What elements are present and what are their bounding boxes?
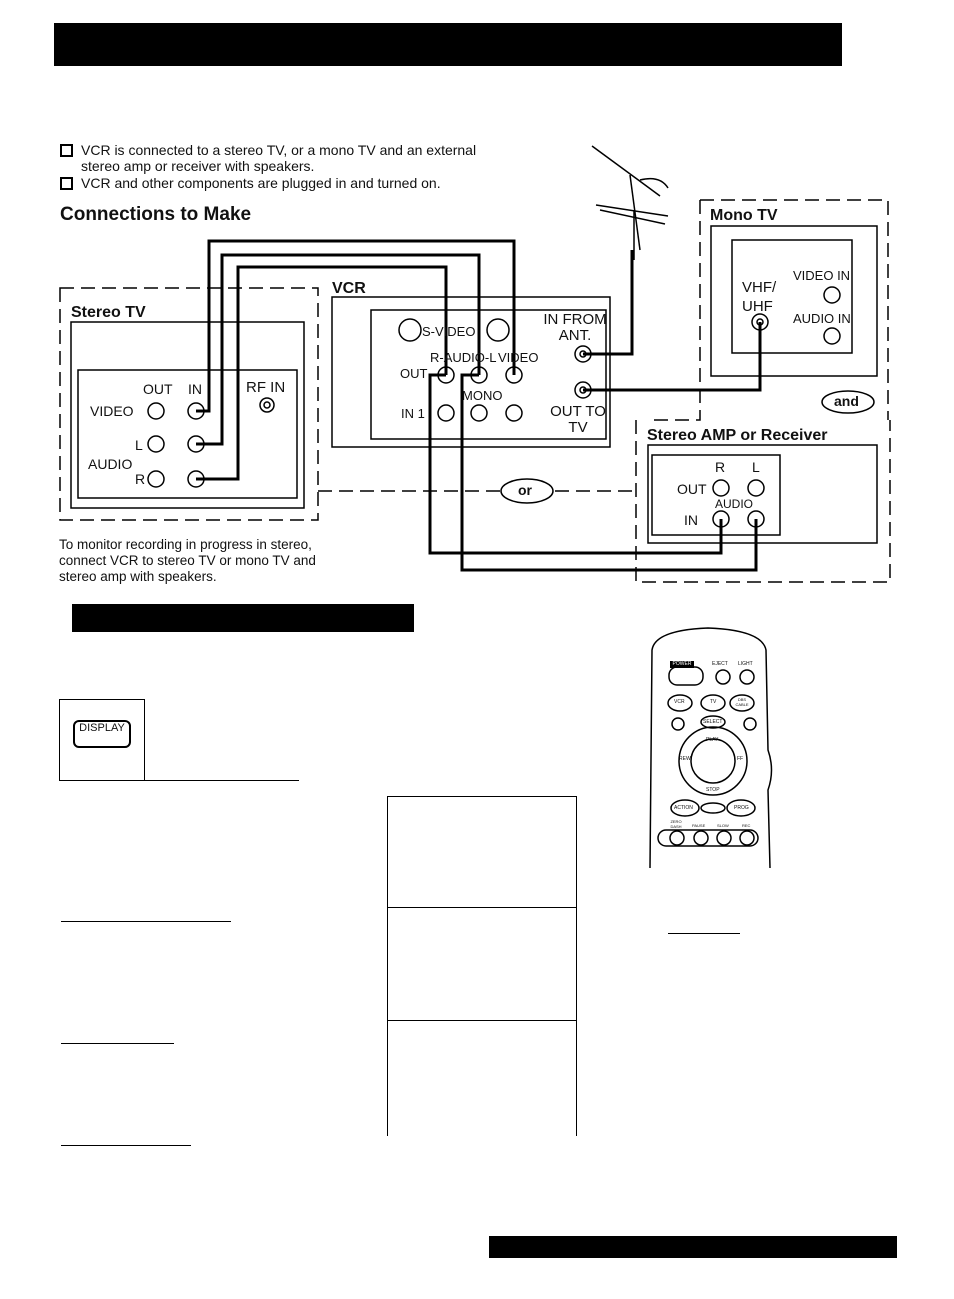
- remote-play-button[interactable]: PLAY: [706, 737, 719, 743]
- vcr-video-label: VIDEO: [498, 350, 539, 365]
- stereo-tv-l-label: L: [135, 437, 143, 453]
- vcr-r-audio-l-label: R-AUDIO-L: [430, 350, 497, 365]
- vcr-mono-label: MONO: [462, 388, 503, 403]
- and-label: and: [834, 393, 859, 409]
- rule-line: [61, 1043, 174, 1044]
- table-cell: [388, 907, 576, 908]
- stereo-tv-video-label: VIDEO: [90, 403, 134, 419]
- vcr-in-from-ant-label: IN FROM ANT.: [543, 311, 607, 344]
- stereo-tv-out-label: OUT: [143, 381, 173, 397]
- stereo-amp-audio-label: AUDIO: [715, 497, 754, 511]
- remote-prog-button[interactable]: PROG: [734, 805, 749, 811]
- remote-ff-button[interactable]: FF: [737, 756, 744, 762]
- stereo-tv-r-label: R: [135, 471, 146, 487]
- display-button[interactable]: DISPLAY: [73, 720, 131, 748]
- stereo-tv-title: Stereo TV: [71, 304, 146, 321]
- vcr-in1-label: IN 1: [401, 406, 425, 421]
- stereo-tv-rf-in-label: RF IN: [246, 379, 286, 396]
- vcr-out-to-tv-label: OUT TO TV: [550, 403, 606, 436]
- remote-rec-label: REC: [742, 823, 751, 828]
- monitor-note: To monitor recording in progress in ster…: [59, 537, 316, 584]
- stereo-amp-title: Stereo AMP or Receiver: [647, 427, 828, 444]
- remote-action-button[interactable]: ACTION: [674, 805, 693, 811]
- checklist-item-2: VCR and other components are plugged in …: [60, 175, 510, 191]
- remote-dbs-cable-button[interactable]: DBS CABLE: [735, 697, 749, 707]
- remote-rew-button[interactable]: REW: [679, 756, 691, 762]
- or-label: or: [518, 482, 532, 498]
- stereo-tv-audio-label: AUDIO: [88, 456, 133, 472]
- remote-zero-dash-label: ZERO DASH: [670, 819, 682, 829]
- stereo-amp-r-label: R: [715, 459, 726, 475]
- remote-select-button[interactable]: SELECT: [703, 719, 723, 725]
- antenna-icon: [591, 145, 669, 260]
- stereo-amp-l-label: L: [752, 459, 760, 475]
- remote-pause-label: PAUSE: [692, 823, 706, 828]
- rule-line: [61, 921, 231, 922]
- checkbox-icon: [60, 144, 73, 157]
- info-table: [387, 796, 577, 1136]
- remote-slow-label: SLOW: [717, 823, 729, 828]
- rule-line: [668, 933, 740, 934]
- remote-power-button[interactable]: POWER: [672, 661, 692, 667]
- stereo-amp-out-label: OUT: [677, 481, 707, 497]
- remote-light-label: LIGHT: [738, 661, 753, 667]
- mono-tv-title: Mono TV: [710, 207, 778, 224]
- vcr-title: VCR: [332, 280, 366, 297]
- checkbox-icon: [60, 177, 73, 190]
- checklist-item-1: VCR is connected to a stereo TV, or a mo…: [60, 142, 510, 174]
- stereo-tv-in-label: IN: [188, 381, 202, 397]
- remote-stop-button[interactable]: STOP: [706, 787, 720, 793]
- mono-tv-video-in-label: VIDEO IN: [793, 268, 851, 283]
- rule-line: [61, 1145, 191, 1146]
- remote-tv-button[interactable]: TV: [710, 699, 717, 705]
- footer-bar: [489, 1236, 897, 1258]
- remote-eject-label: EJECT: [712, 661, 728, 667]
- table-cell: [388, 1020, 576, 1021]
- vcr-out-label: OUT: [400, 366, 428, 381]
- stereo-amp-in-label: IN: [684, 512, 698, 528]
- remote-vcr-button[interactable]: VCR: [674, 699, 685, 705]
- rule-line: [61, 780, 299, 781]
- header-bar: [54, 23, 842, 66]
- section-bar: [72, 604, 414, 632]
- mono-tv-audio-in-label: AUDIO IN: [793, 311, 851, 326]
- connections-heading: Connections to Make: [60, 204, 252, 225]
- mono-tv-vhf-uhf-label: VHF/ UHF: [742, 279, 777, 315]
- vcr-s-video-label: S-VIDEO: [422, 324, 476, 339]
